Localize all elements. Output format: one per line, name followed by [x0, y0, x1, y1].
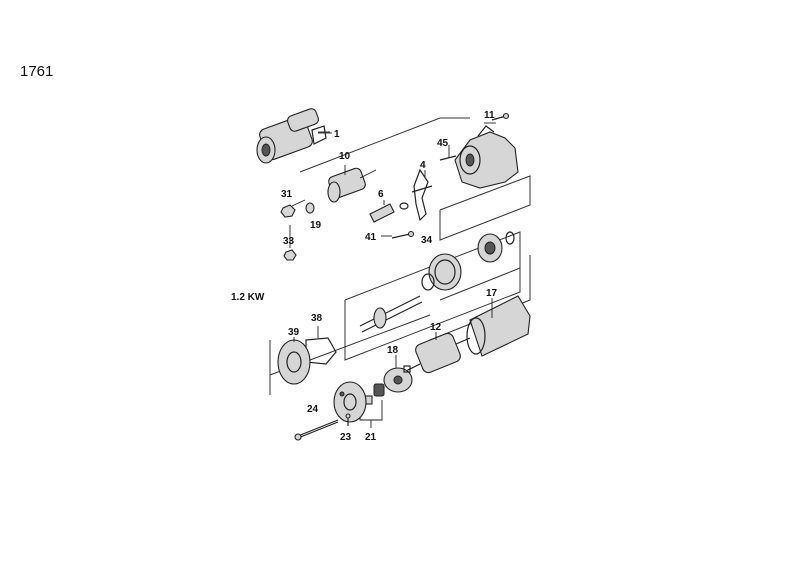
callout-33: 33: [283, 236, 295, 247]
solenoid: [327, 165, 377, 203]
callout-39: 39: [288, 327, 300, 338]
brush-holder: [383, 355, 413, 393]
screw-23: [345, 413, 351, 426]
callout-1: 1: [334, 129, 340, 140]
callout-31: 31: [281, 189, 293, 200]
end-cap: [305, 326, 337, 365]
callout-6: 6: [378, 189, 384, 200]
callout-leaders: [318, 122, 496, 237]
callout-34: 34: [421, 235, 433, 246]
through-bolt: [294, 419, 339, 441]
callout-38: 38: [311, 313, 323, 324]
drive-end-housing: [454, 125, 519, 189]
callout-12: 12: [430, 322, 442, 333]
callout-19: 19: [310, 220, 322, 231]
callout-18: 18: [387, 345, 399, 356]
callout-24: 24: [307, 404, 319, 415]
callout-11: 11: [484, 110, 495, 121]
callout-17: 17: [486, 288, 498, 299]
armature: [403, 332, 471, 374]
callout-10: 10: [339, 151, 351, 162]
pinion-group: [421, 231, 515, 291]
callout-41: 41: [365, 232, 377, 243]
bolt-41: [391, 230, 415, 239]
figure-number: 1761: [20, 63, 53, 80]
end-plate: [277, 337, 311, 385]
callouts: 1 10 11 45 4 6 31 19 33 41 34 17 38 39 1…: [281, 110, 498, 443]
starter-assembly: [256, 108, 330, 164]
drive-end-bolts: [439, 112, 510, 161]
callout-4: 4: [420, 160, 426, 171]
lever-bracket: [369, 200, 409, 223]
callout-45: 45: [437, 138, 449, 149]
callout-21: 21: [365, 432, 377, 443]
callout-23: 23: [340, 432, 352, 443]
fork-lever: [411, 168, 433, 222]
commutator-end-cover: [333, 381, 367, 423]
power-rating-label: 1.2 KW: [231, 292, 265, 303]
small-fasteners-left: [280, 199, 315, 261]
motor-yoke: [466, 295, 531, 357]
drive-shaft: [359, 295, 423, 333]
